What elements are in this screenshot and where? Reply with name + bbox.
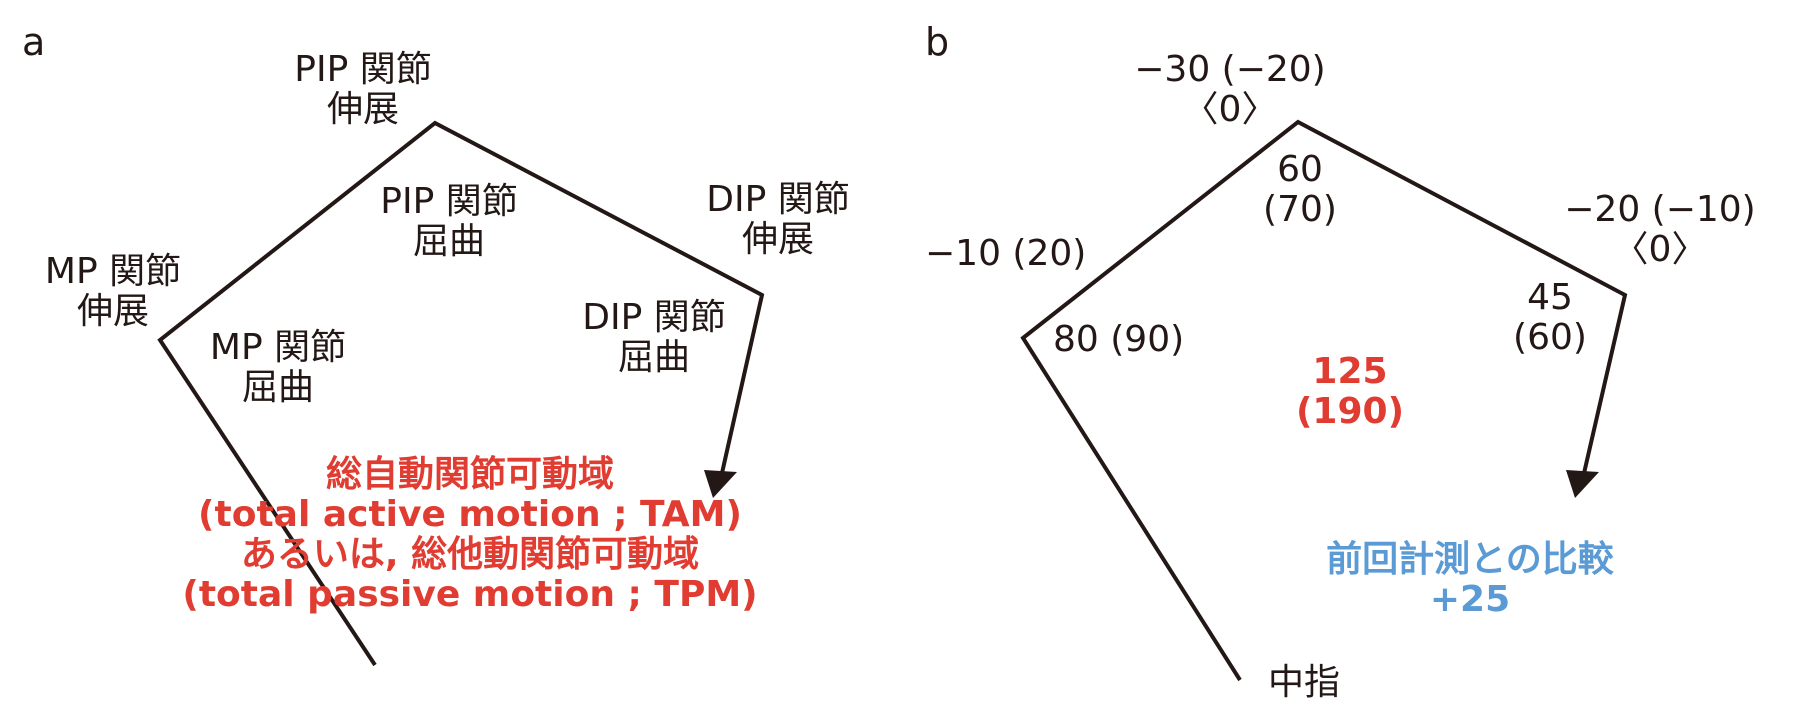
panel-a-mp-extension-label: MP 関節 伸展	[28, 252, 198, 332]
panel-b-joint-path	[1020, 119, 1628, 682]
label-line: DIP 関節	[706, 179, 850, 220]
value-line: (60)	[1513, 317, 1587, 358]
panel-a-dip-flexion-label: DIP 関節 屈曲	[564, 298, 744, 378]
label-line: 伸展	[741, 219, 814, 260]
panel-a-joint-path	[157, 120, 765, 667]
panel-b-dip-flexion-value: 45 (60)	[1490, 278, 1610, 358]
formula-line: 総自動関節可動域	[325, 454, 614, 495]
panel-a-formula: 総自動関節可動域 (total active motion ; TAM) あるい…	[150, 455, 790, 615]
panel-b-dip-extension-value: −20 (−10) 〈0〉	[1540, 190, 1780, 270]
panel-b-comparison: 前回計測との比較 +25	[1300, 540, 1640, 620]
label-line: MP 関節	[44, 251, 182, 292]
panel-b-finger-name: 中指	[1268, 662, 1341, 703]
formula-line: (total active motion ; TAM)	[198, 494, 742, 535]
panel-a-letter: a	[22, 20, 46, 64]
panel-b-letter: b	[925, 20, 950, 64]
formula-line: (total passive motion ; TPM)	[182, 574, 758, 615]
comparison-line: 前回計測との比較	[1326, 539, 1614, 580]
total-line: (190)	[1295, 391, 1405, 432]
panel-a-dip-extension-label: DIP 関節 伸展	[688, 180, 868, 260]
label-line: MP 関節	[209, 327, 347, 368]
panel-b-arrowhead	[1566, 470, 1599, 498]
value-line: 〈0〉	[1182, 89, 1278, 130]
panel-a-mp-flexion-label: MP 関節 屈曲	[193, 328, 363, 408]
panel-a-pip-flexion-label: PIP 関節 屈曲	[364, 182, 534, 262]
total-line: 125	[1312, 351, 1388, 392]
label-line: 屈曲	[412, 221, 485, 262]
value-line: 45	[1527, 277, 1573, 318]
label-line: PIP 関節	[380, 181, 518, 222]
panel-b-total-value: 125 (190)	[1285, 352, 1415, 432]
value-line: 60	[1277, 149, 1323, 190]
value-line: 〈0〉	[1612, 229, 1708, 270]
value-line: −30 (−20)	[1134, 49, 1326, 90]
panel-b-pip-extension-value: −30 (−20) 〈0〉	[1110, 50, 1350, 130]
panel-a-pip-extension-label: PIP 関節 伸展	[278, 50, 448, 130]
panel-b-mp-extension-value: −10 (20)	[925, 233, 1087, 274]
label-line: DIP 関節	[582, 297, 726, 338]
panel-b-pip-flexion-value: 60 (70)	[1240, 150, 1360, 230]
panel-b-mp-flexion-value: 80 (90)	[1053, 319, 1185, 360]
label-line: 屈曲	[241, 367, 314, 408]
comparison-line: +25	[1429, 579, 1511, 620]
label-line: PIP 関節	[294, 49, 432, 90]
panel-a-arrowhead	[704, 470, 737, 498]
label-line: 伸展	[76, 291, 149, 332]
value-line: −20 (−10)	[1564, 189, 1756, 230]
value-line: (70)	[1263, 189, 1337, 230]
label-line: 屈曲	[617, 337, 690, 378]
label-line: 伸展	[326, 89, 399, 130]
formula-line: あるいは, 総他動関節可動域	[240, 534, 700, 575]
